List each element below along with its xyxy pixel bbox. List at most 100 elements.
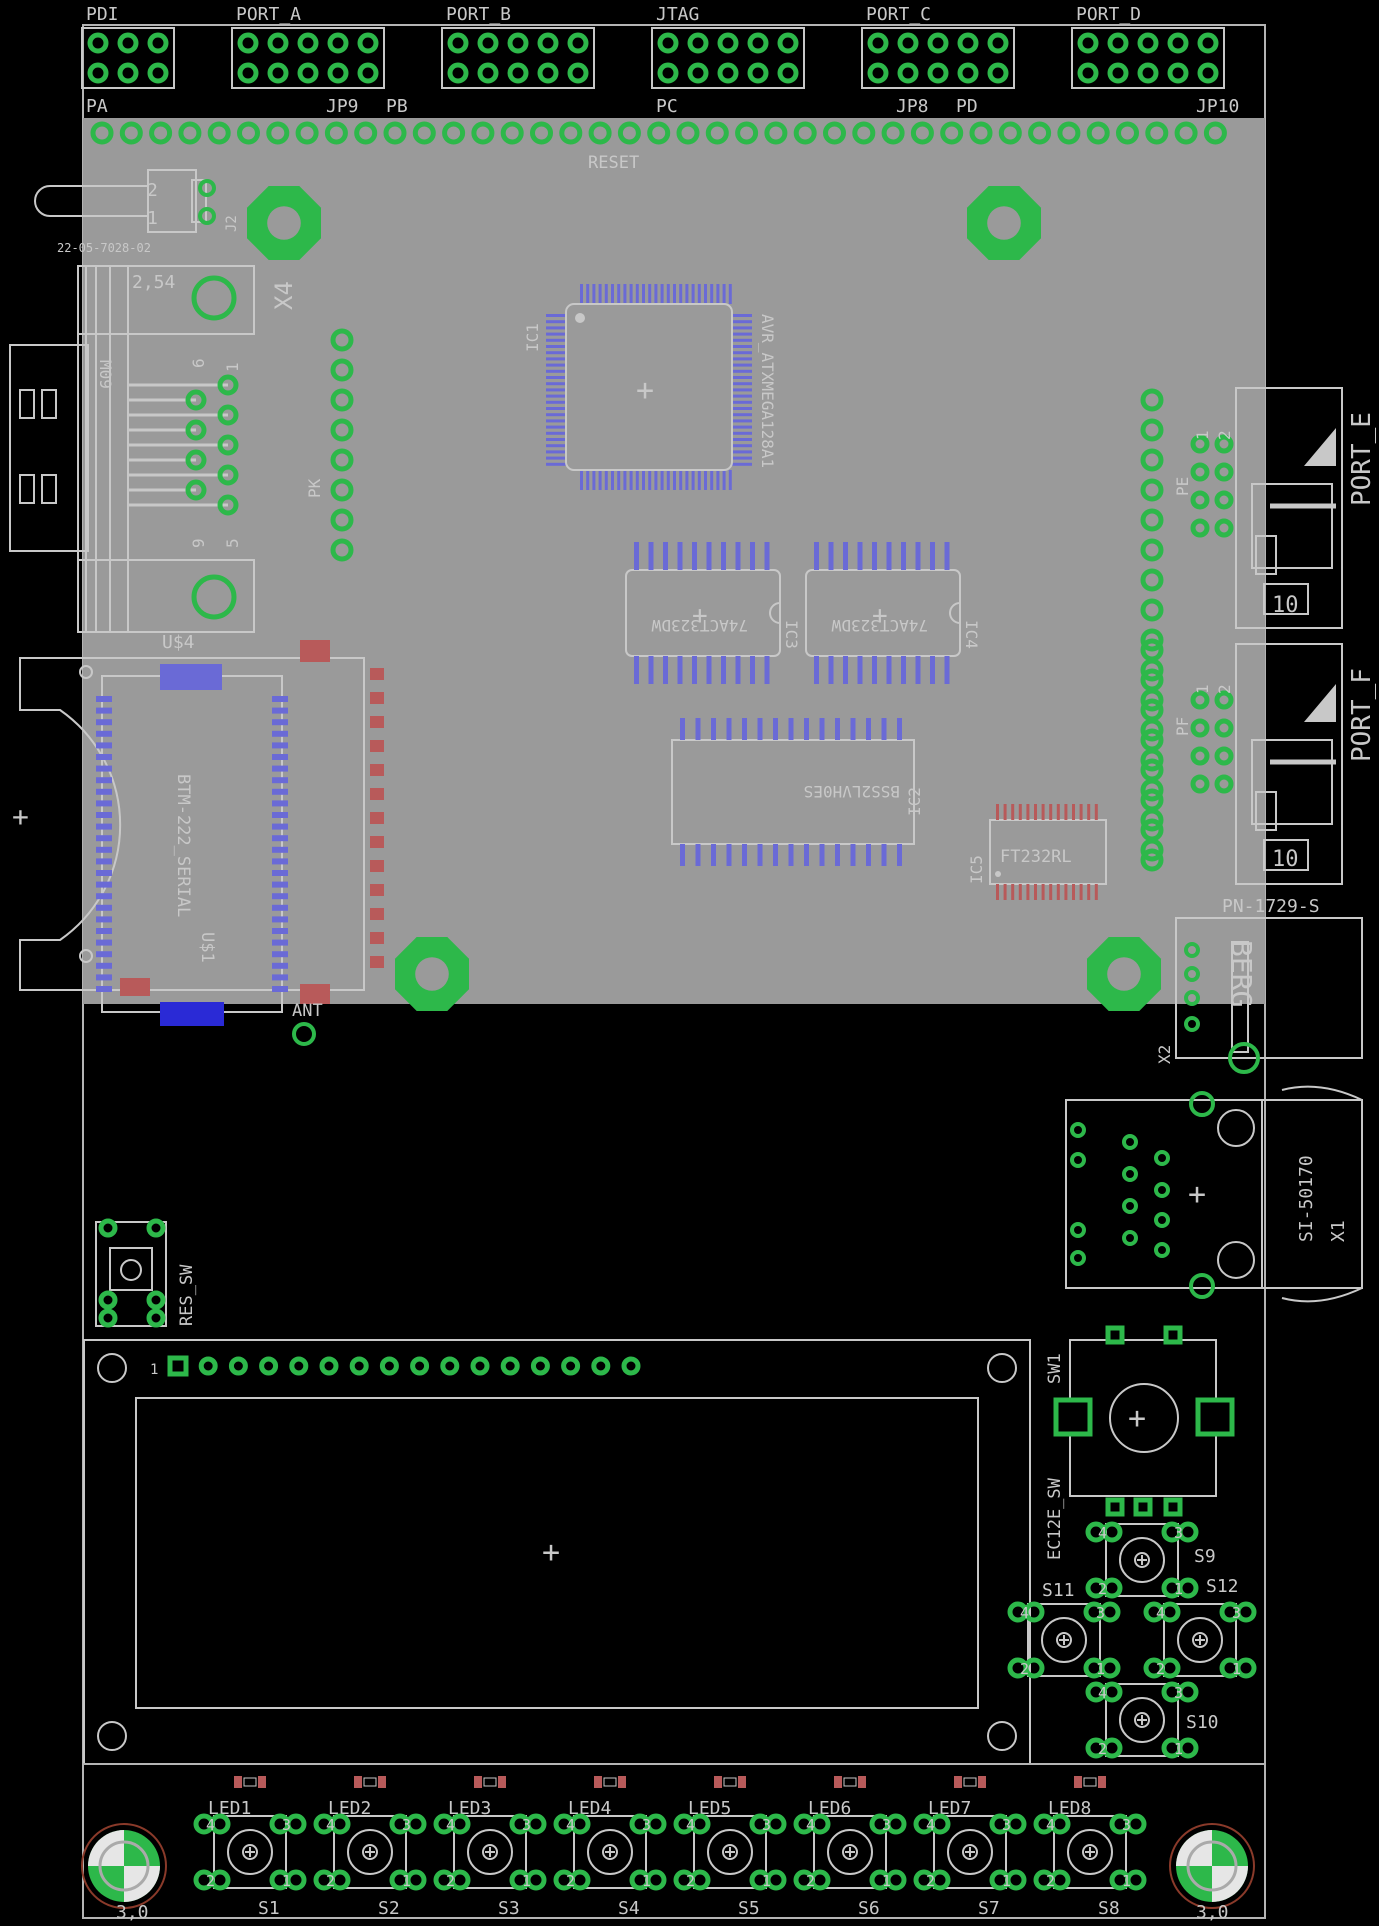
pf-pin (1140, 848, 1164, 872)
switch-pin (1049, 1813, 1071, 1835)
switch-pin-number: 2 (206, 1872, 215, 1890)
ic2-lead (866, 844, 871, 866)
soic-notch (769, 602, 781, 624)
ic1-lead (546, 363, 566, 367)
dsub-pin (185, 419, 207, 441)
port-box (1235, 643, 1343, 885)
ic1-lead (604, 470, 608, 490)
lcd-pin1: 1 (150, 1362, 158, 1378)
ic1-lead (732, 363, 752, 367)
ic5-lead (1094, 804, 1098, 820)
header-outline (81, 27, 175, 89)
switch-pin (1125, 1869, 1147, 1891)
pk-pin (330, 388, 354, 412)
ic5-lead (1018, 804, 1022, 820)
header-pin (267, 62, 289, 84)
led-pad (954, 1776, 962, 1788)
pe-pin (1140, 418, 1164, 442)
switch-pin-number: 4 (1098, 1684, 1107, 1702)
led-pad (1074, 1776, 1082, 1788)
mount-outer-ring (81, 1823, 167, 1909)
switch-cap (1119, 1697, 1165, 1743)
soic-lead (857, 656, 863, 684)
port-pin (1190, 746, 1210, 766)
bt-pad (96, 986, 112, 992)
pe-pin (1140, 628, 1164, 652)
header-pin (297, 32, 319, 54)
row-pin (383, 121, 407, 145)
dsub-name: U$4 (162, 632, 195, 653)
switch-pin-number: 3 (762, 1816, 771, 1834)
header-outline (231, 27, 385, 89)
soic-lead (944, 656, 950, 684)
ic5-lead (1011, 804, 1015, 820)
row-pin (500, 121, 524, 145)
ic1-lead (732, 345, 752, 348)
bt-side-pad (370, 716, 384, 728)
switch-pin-number: 4 (1020, 1604, 1029, 1622)
header-pin (357, 32, 379, 54)
bt-pad (272, 719, 288, 726)
ic5-lead (1049, 884, 1053, 900)
ic5-value: FT232RL (1000, 847, 1072, 867)
switch-pin-number: 3 (522, 1816, 531, 1834)
mount-hex-hole (1107, 957, 1141, 991)
switch-pin-number: 4 (206, 1816, 215, 1834)
ic1-lead (546, 438, 566, 441)
switch-pin (1101, 1577, 1123, 1599)
switch-pin-number: 2 (926, 1872, 935, 1890)
ic1-lead (635, 470, 639, 490)
switch-pin (645, 1813, 667, 1835)
ic2-lead (804, 844, 809, 866)
ic2-lead (897, 718, 902, 740)
port-pin (1190, 462, 1210, 482)
switch-pin-number: 2 (1020, 1660, 1029, 1678)
switch-pin (405, 1813, 427, 1835)
header-label-pdi: PDI (86, 4, 119, 25)
switch-pin (525, 1813, 547, 1835)
switch-pin-number: 4 (926, 1816, 935, 1834)
x1-connector (1065, 1085, 1363, 1303)
ic1-lead (546, 376, 566, 379)
led-pad (378, 1776, 386, 1788)
header-pin (237, 62, 259, 84)
bt-pad (96, 696, 112, 702)
ic2-lead (819, 718, 825, 740)
reset-switch[interactable] (95, 1218, 167, 1328)
switch-pin (1235, 1657, 1257, 1679)
switch-pin (209, 1813, 231, 1835)
pf-pin (1140, 758, 1164, 782)
bt-pad (272, 835, 288, 842)
header-pin (567, 32, 589, 54)
bt-top-pad (160, 664, 222, 690)
row-pin (764, 121, 788, 145)
row-pin (1116, 121, 1139, 145)
switch-body (333, 1815, 407, 1889)
ic2-lead (773, 718, 778, 740)
soic-lead (663, 656, 668, 684)
x1-name: X1 (1328, 1220, 1349, 1242)
pe-pin (1140, 448, 1164, 472)
switch-pin (809, 1869, 831, 1891)
nav-label-s11: S11 (1042, 1580, 1075, 1601)
ic1-lead (732, 382, 752, 386)
x2-name: X2 (1155, 1045, 1174, 1064)
switch-label-8: S8 (1098, 1898, 1120, 1919)
bt-pad (96, 846, 112, 853)
row-pin (1057, 121, 1081, 145)
soic-lead (915, 542, 921, 570)
soic-notch (949, 602, 961, 624)
switch-pin-number: 2 (446, 1872, 455, 1890)
